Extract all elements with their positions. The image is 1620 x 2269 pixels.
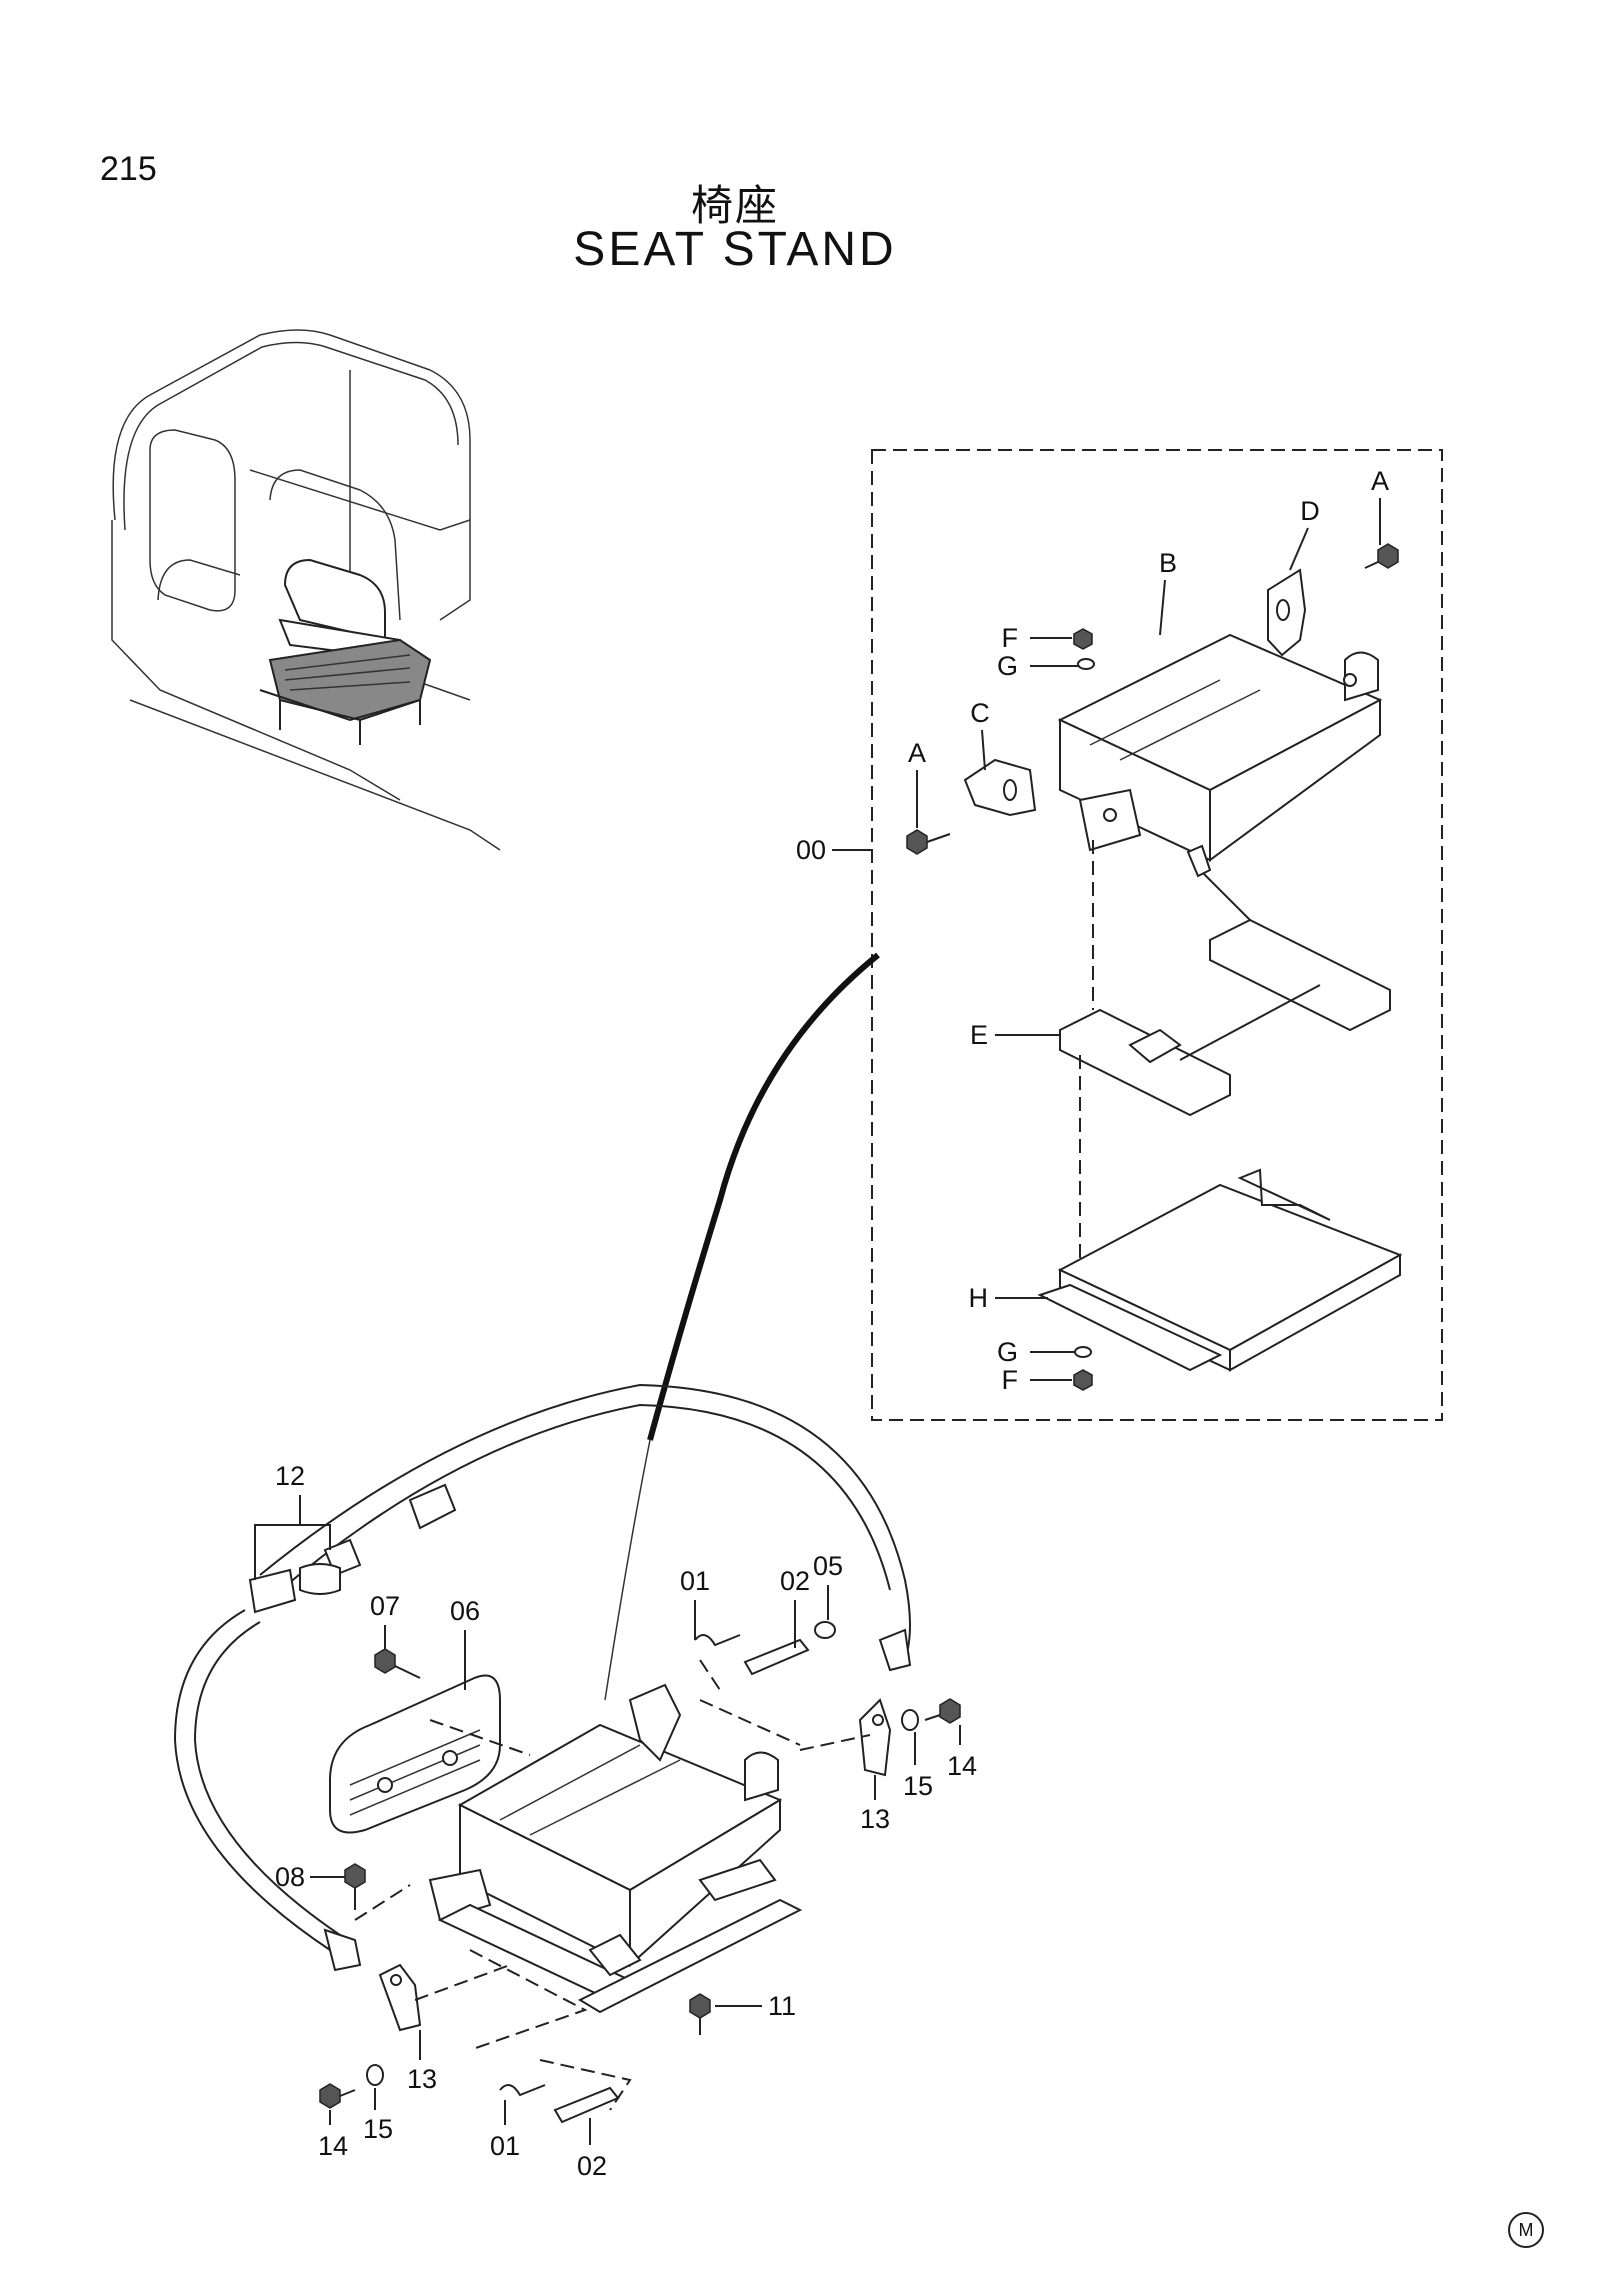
callout-14-right: 14 xyxy=(947,1751,977,1781)
page-title-japanese: 椅座 xyxy=(690,181,779,230)
bolt-a-left xyxy=(906,829,951,855)
callout-08: 08 xyxy=(275,1862,305,1892)
bracket-13-right xyxy=(858,1698,892,1777)
bolt-11 xyxy=(689,1993,711,2035)
pin-02-bottom xyxy=(553,2086,620,2124)
callout-01-bottom: 01 xyxy=(490,2131,520,2161)
callout-g-top: G xyxy=(997,651,1018,681)
callout-01-top: 01 xyxy=(680,1566,710,1596)
washer-g-top xyxy=(1077,658,1095,670)
base-plate-h xyxy=(1037,1168,1403,1372)
seat-belt xyxy=(173,1383,912,1972)
callout-g-bottom: G xyxy=(997,1337,1018,1367)
bolt-a-right xyxy=(1364,543,1399,569)
bolt-14-left xyxy=(319,2083,356,2109)
callout-07: 07 xyxy=(370,1591,400,1621)
callout-02-bottom: 02 xyxy=(577,2151,607,2181)
page-title: SEAT STAND xyxy=(573,223,897,276)
callout-b: B xyxy=(1159,548,1177,578)
bolt-14-right xyxy=(924,1698,961,1724)
callout-14-left: 14 xyxy=(318,2131,348,2161)
callout-11: 11 xyxy=(768,1991,796,2021)
assembly-enclosure xyxy=(871,449,1443,1421)
callout-d: D xyxy=(1300,496,1320,526)
clip-01-top xyxy=(694,1634,741,1647)
assembly-connector-line xyxy=(647,952,880,1441)
callout-f-top: F xyxy=(1002,623,1019,653)
slide-rail-e xyxy=(1059,984,1321,1117)
callout-a-left: A xyxy=(908,738,926,768)
callout-15-left: 15 xyxy=(363,2114,393,2144)
bolt-08 xyxy=(344,1863,366,1910)
cab-overview-illustration xyxy=(111,329,501,851)
callout-13-left: 13 xyxy=(407,2064,437,2094)
back-pad xyxy=(329,1674,501,1834)
bracket-c xyxy=(963,758,1037,817)
callout-a-right: A xyxy=(1371,466,1389,496)
washer-g-bottom xyxy=(1074,1346,1092,1358)
washer-05 xyxy=(814,1621,836,1639)
callout-f-bottom: F xyxy=(1002,1365,1019,1395)
frame-b xyxy=(1057,633,1383,862)
nut-f-bottom xyxy=(1073,1369,1093,1391)
nut-f-top xyxy=(1073,628,1093,650)
washer-15-right xyxy=(901,1709,919,1731)
manufacturer-mark: M xyxy=(1508,2212,1544,2248)
slide-rail-lever xyxy=(1186,844,1391,1032)
callout-02-top: 02 xyxy=(780,1566,810,1596)
bracket-d xyxy=(1267,568,1307,657)
washer-15-left xyxy=(366,2064,384,2086)
page-number: 215 xyxy=(100,150,157,188)
callout-c: C xyxy=(970,698,990,728)
callout-h: H xyxy=(969,1283,989,1313)
callout-assembly-00: 00 xyxy=(796,835,826,865)
clip-01-bottom xyxy=(499,2084,546,2097)
pin-02-top xyxy=(743,1638,810,1676)
callout-15-right: 15 xyxy=(903,1771,933,1801)
callout-05: 05 xyxy=(813,1551,843,1581)
callout-13-right: 13 xyxy=(860,1804,890,1834)
callout-12: 12 xyxy=(275,1461,305,1491)
seat-stand xyxy=(428,1683,803,2014)
bracket-13-left xyxy=(378,1963,422,2032)
callout-06: 06 xyxy=(450,1596,480,1626)
callout-e: E xyxy=(970,1020,988,1050)
bolt-07 xyxy=(374,1648,421,1679)
